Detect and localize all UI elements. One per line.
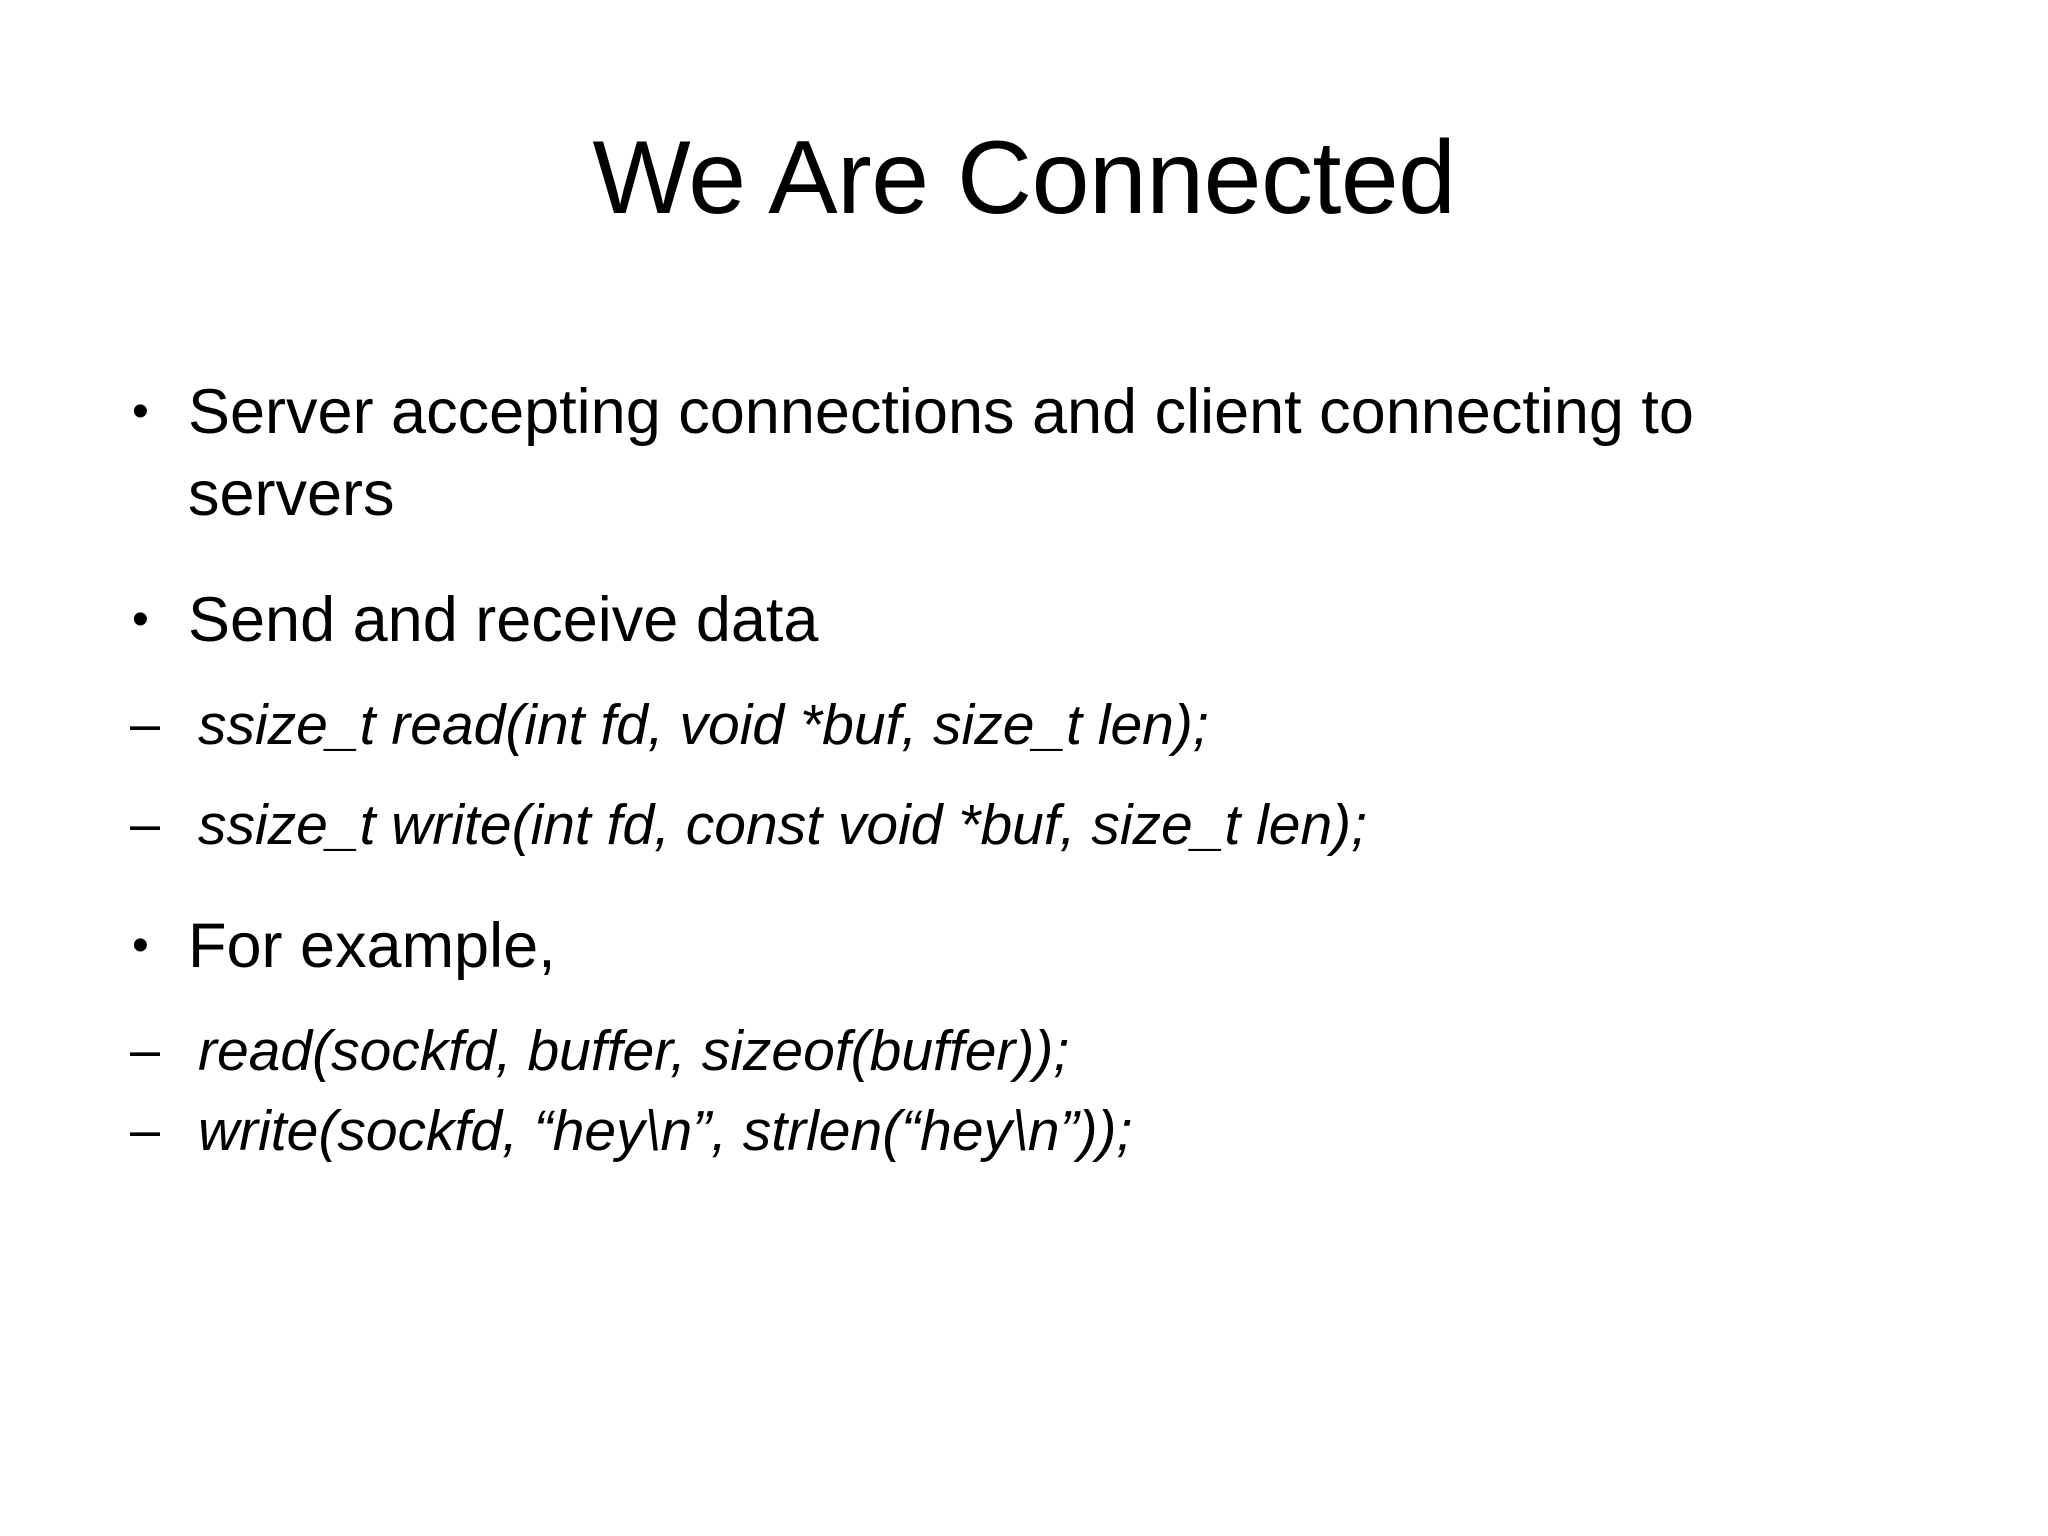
sub-bullet-text: ssize_t write(int fd, const void *buf, s… (198, 792, 1368, 857)
bullet-marker-icon: • (132, 918, 149, 972)
slide-title: We Are Connected (592, 120, 1456, 236)
sub-bullet-text: ssize_t read(int fd, void *buf, size_t l… (198, 692, 1209, 757)
bullet-text: Send and receive data (188, 584, 819, 655)
bullet-item: • For example, (120, 906, 1950, 988)
slide-body: • Server accepting connections and clien… (120, 372, 1950, 1168)
spacer (120, 662, 1950, 688)
bullet-text: For example, (188, 910, 556, 981)
dash-marker-icon: – (130, 1019, 161, 1080)
spacer (120, 988, 1950, 1014)
dash-marker-icon: – (130, 693, 161, 754)
spacer (120, 862, 1950, 906)
bullet-marker-icon: • (132, 592, 149, 646)
sub-bullet-item: – write(sockfd, “hey\n”, strlen(“hey\n”)… (120, 1094, 1950, 1168)
spacer (120, 536, 1950, 580)
sub-bullet-item: – ssize_t read(int fd, void *buf, size_t… (120, 688, 1950, 762)
sub-bullet-item: – read(sockfd, buffer, sizeof(buffer)); (120, 1014, 1950, 1088)
bullet-text: Server accepting connections and client … (188, 377, 1694, 529)
dash-marker-icon: – (130, 793, 161, 854)
dash-marker-icon: – (130, 1099, 161, 1160)
sub-bullet-item: – ssize_t write(int fd, const void *buf,… (120, 788, 1950, 862)
sub-bullet-text: read(sockfd, buffer, sizeof(buffer)); (198, 1018, 1070, 1083)
bullet-item: • Server accepting connections and clien… (120, 372, 1950, 536)
sub-bullet-text: write(sockfd, “hey\n”, strlen(“hey\n”)); (198, 1098, 1133, 1163)
spacer (120, 762, 1950, 788)
bullet-item: • Send and receive data (120, 580, 1950, 662)
bullet-marker-icon: • (132, 385, 149, 438)
